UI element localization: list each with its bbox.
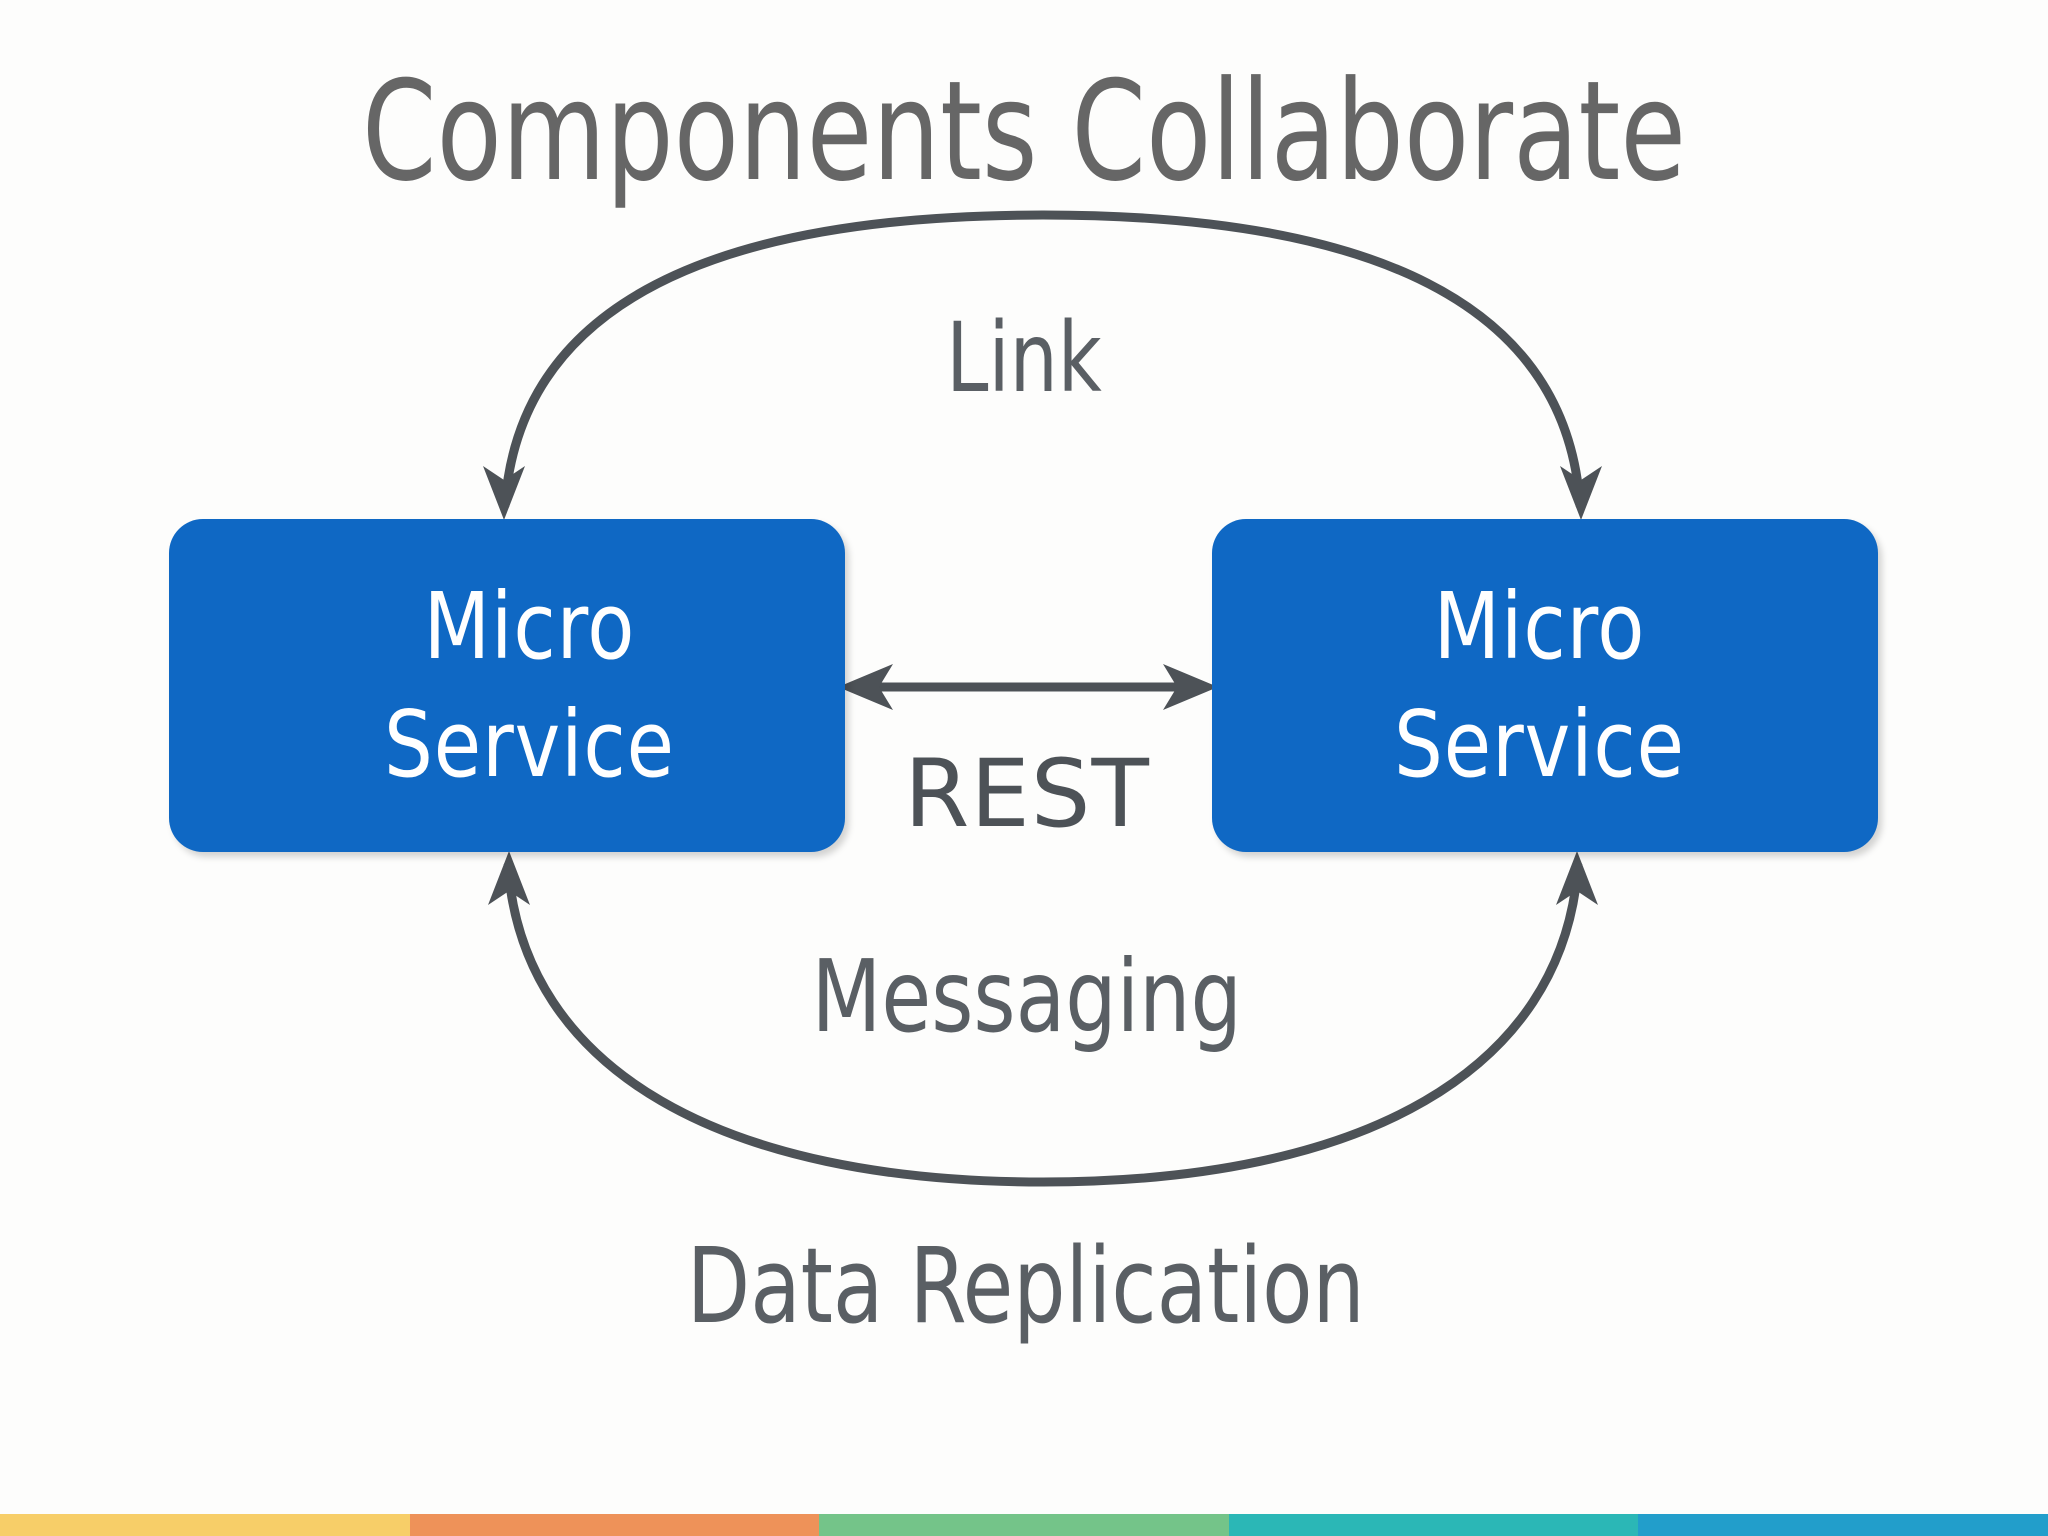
accent-segment-gold	[0, 1514, 410, 1536]
node-right-microservice[interactable]: Micro Service	[1212, 519, 1878, 852]
connector-messaging-arc	[488, 851, 1598, 1187]
bottom-accent-bar	[0, 1514, 2048, 1536]
node-right-label-line2: Service	[1393, 690, 1685, 798]
node-left-label-line2: Service	[383, 690, 675, 798]
node-left-label-line1: Micro	[423, 572, 635, 680]
accent-segment-green	[819, 1514, 1229, 1536]
connector-label-messaging: Messaging	[811, 938, 1242, 1055]
page-title: Components Collaborate	[361, 51, 1687, 212]
connector-link-arc	[483, 210, 1602, 520]
node-right-label: Micro Service	[1383, 568, 1696, 804]
node-right-label-line1: Micro	[1433, 572, 1645, 680]
accent-segment-teal	[1228, 1514, 1639, 1536]
connector-label-rest: REST	[904, 740, 1150, 849]
accent-segment-orange	[409, 1514, 820, 1536]
connector-rest-arrow	[838, 664, 1218, 710]
node-left-microservice[interactable]: Micro Service	[169, 519, 845, 852]
connector-label-data-replication: Data Replication	[686, 1225, 1365, 1347]
accent-segment-blue	[1638, 1514, 2048, 1536]
connector-label-link: Link	[946, 302, 1102, 414]
node-left-label: Micro Service	[373, 568, 686, 804]
